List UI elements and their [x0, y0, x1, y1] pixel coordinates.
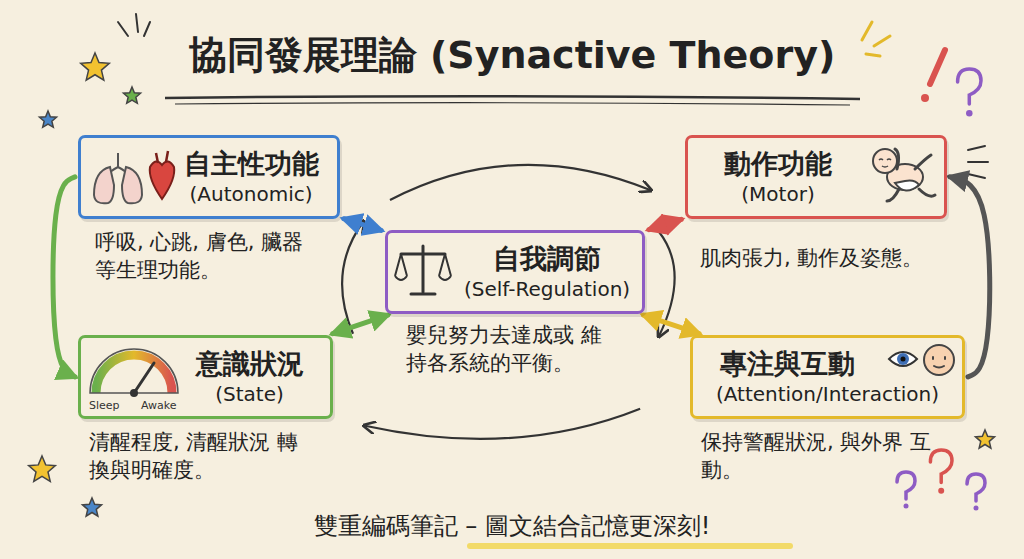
box-heading: 意識狀況: [181, 347, 318, 381]
question-mark: [958, 69, 981, 104]
baby-head: [873, 149, 897, 173]
question-mark: [967, 474, 985, 501]
diagram-caption: 雙重編碼筆記 – 圖文結合記憶更深刻!: [0, 510, 1024, 542]
gauge-needle: [134, 363, 154, 393]
box-subheading: (Attention/Interaction): [705, 381, 950, 407]
baby-limbs: [887, 149, 935, 201]
question-dot: [938, 488, 944, 494]
box-subheading: (Motor): [700, 181, 856, 207]
cycle-arrow: [390, 165, 650, 200]
scale-frame: [401, 246, 445, 294]
spark-lines: [862, 22, 890, 56]
question-mark: [897, 472, 915, 499]
star-doodle: [81, 53, 110, 80]
heart: [150, 161, 175, 199]
box-description: 肌肉張力, 動作及姿態。: [700, 244, 990, 272]
box-subheading: (Autonomic): [177, 181, 325, 207]
caption-highlight: [470, 543, 790, 549]
box-subheading: (Self-Regulation): [464, 276, 630, 302]
left-lung: [94, 167, 114, 203]
star-doodle: [29, 456, 56, 481]
eye-outline: [889, 352, 917, 366]
box-description: 保持警醒狀況, 與外界 互動。: [701, 428, 936, 485]
star-doodle: [123, 87, 140, 103]
diagram-title: 協同發展理論 (Synactive Theory): [0, 30, 1024, 81]
title-underline: [175, 103, 850, 105]
box-description: 清醒程度, 清醒狀況 轉換與明確度。: [89, 428, 309, 485]
gauge-icon: [90, 349, 178, 397]
balance-scale-icon: [395, 246, 451, 294]
face: [924, 345, 954, 375]
box-heading: 動作功能: [700, 147, 856, 181]
motion-lines: [968, 146, 988, 178]
baby-icon: [873, 149, 935, 201]
star-doodle: [82, 498, 101, 516]
gauge-outline: [90, 349, 178, 393]
cycle-arrow: [365, 409, 640, 439]
box-heading: 自主性功能: [177, 147, 325, 181]
question-dot: [966, 110, 973, 117]
right-lung: [122, 167, 142, 203]
gauge-arc: [96, 355, 172, 393]
connector-arrow: [344, 219, 381, 231]
connector-arrow: [649, 219, 681, 229]
system-box: 自我調節(Self-Regulation)嬰兒努力去達成或 維持各系統的平衡。: [385, 230, 645, 314]
connector-arrow: [950, 177, 990, 377]
scale-pans: [395, 254, 451, 280]
system-box: 意識狀況(State)清醒程度, 清醒狀況 轉換與明確度。SleepAwake: [78, 335, 333, 419]
box-subheading: (State): [181, 381, 318, 407]
question-mark: [930, 450, 952, 482]
system-box: 動作功能(Motor)肌肉張力, 動作及姿態。: [685, 135, 947, 219]
system-box: 專注與互動(Attention/Interaction)保持警醒狀況, 與外界 …: [690, 335, 965, 419]
gauge-label: Awake: [141, 400, 177, 411]
eye-face-icon: [889, 345, 954, 375]
box-heading: 專注與互動: [705, 347, 950, 381]
connector-arrow: [53, 177, 75, 377]
eye-iris: [897, 353, 909, 365]
question-dot: [974, 506, 979, 511]
face-features: [933, 357, 945, 368]
title-underline: [165, 96, 860, 99]
cycle-arrows: [342, 165, 675, 439]
connector-arrow: [643, 315, 699, 334]
gauge-pivot: [130, 389, 138, 397]
system-box: 自主性功能(Autonomic)呼吸, 心跳, 膚色, 臟器等生理功能。: [78, 135, 340, 219]
lungs-heart-icon: [94, 151, 174, 203]
box-description: 呼吸, 心跳, 膚色, 臟器等生理功能。: [95, 228, 310, 285]
exclamation-mark: [930, 50, 945, 84]
cycle-arrow: [342, 222, 363, 334]
question-dot: [904, 504, 909, 509]
baby-face: [879, 159, 891, 167]
connector-arrow: [333, 315, 388, 334]
box-description: 嬰兒努力去達成或 維持各系統的平衡。: [406, 321, 616, 378]
box-heading: 自我調節: [464, 242, 630, 276]
star-doodle: [975, 430, 994, 448]
star-doodle: [39, 111, 56, 127]
gauge-label: Sleep: [89, 400, 120, 411]
exclamation-dot: [921, 94, 929, 102]
eye-pupil: [901, 357, 906, 362]
heart-vessels: [156, 151, 168, 163]
spark-lines: [118, 14, 150, 36]
